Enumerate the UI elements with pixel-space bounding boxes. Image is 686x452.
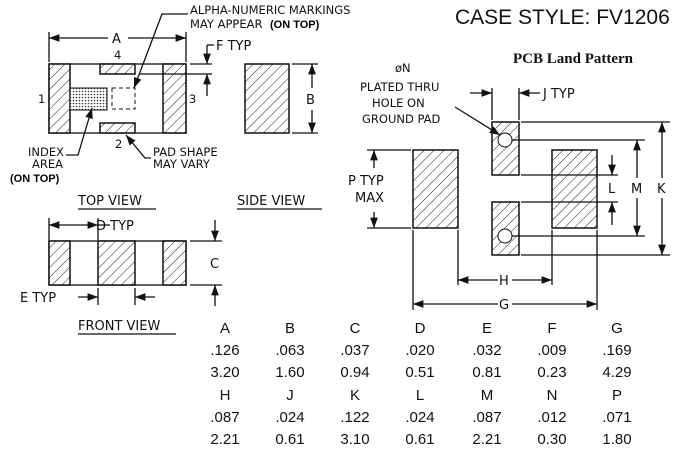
index-on-top: (ON TOP) <box>10 173 60 185</box>
dim-l-label: L <box>608 182 616 197</box>
dim-name-cell: M <box>481 387 494 404</box>
top-view-label: TOP VIEW <box>77 194 142 209</box>
index-note: INDEX <box>28 145 64 159</box>
dim-inch-cell: .063 <box>275 342 304 359</box>
index-note-2: AREA <box>32 157 63 171</box>
dim-mm-cell: 2.21 <box>472 431 501 448</box>
dim-m-label: M <box>631 182 642 197</box>
dim-mm-cell: 0.81 <box>472 364 501 381</box>
dim-name-cell: F <box>547 320 556 337</box>
dim-mm-cell: 1.80 <box>602 431 631 448</box>
dim-name-cell: P <box>612 387 622 404</box>
dim-mm-cell: 2.21 <box>210 431 239 448</box>
dim-d-label: D TYP <box>96 219 134 234</box>
dim-mm-cell: 3.10 <box>340 431 369 448</box>
dim-inch-cell: .071 <box>602 409 631 426</box>
pad-note: PAD SHAPE <box>153 145 218 159</box>
dim-name-cell: E <box>482 320 492 337</box>
marking-note: ALPHA-NUMERIC MARKINGS <box>190 3 350 17</box>
dim-inch-cell: .009 <box>537 342 566 359</box>
marking-note-2: MAY APPEAR <box>190 17 262 31</box>
ground-pad-top <box>491 121 520 176</box>
dim-g-label: G <box>499 298 509 313</box>
index-area <box>69 87 108 111</box>
dim-a-label: A <box>112 32 121 47</box>
pin-1-label: 1 <box>38 92 45 106</box>
ground-pad-bottom <box>491 201 520 256</box>
dim-h-label: H <box>499 274 509 289</box>
dim-inch-cell: .024 <box>405 409 434 426</box>
dim-inch-cell: .012 <box>537 409 566 426</box>
dim-mm-cell: 1.60 <box>275 364 304 381</box>
pcb-title: PCB Land Pattern <box>513 51 634 67</box>
dimension-table: A .126 3.20 B .063 1.60 C .037 0.94 D .020 0.51 E .03… <box>210 320 631 448</box>
dim-p-max: MAX <box>355 191 384 206</box>
marking-area <box>111 87 136 110</box>
top-view: A 4 1 3 2 F TYP ALPHA-NUMERIC MARKINGS M… <box>10 3 350 210</box>
dim-inch-cell: .037 <box>340 342 369 359</box>
dim-inch-cell: .126 <box>210 342 239 359</box>
dim-k-label: K <box>657 182 666 197</box>
dim-name-cell: H <box>220 387 231 404</box>
dim-name-cell: K <box>350 387 360 404</box>
pin-3-label: 3 <box>189 92 196 106</box>
front-view-label: FRONT VIEW <box>78 319 160 334</box>
dim-name-cell: J <box>286 387 294 404</box>
case-style-title: CASE STYLE: FV1206 <box>455 6 670 29</box>
dim-mm-cell: 0.94 <box>340 364 369 381</box>
land-pattern: øN PLATED THRU HOLE ON GROUND PAD J TYP … <box>348 61 670 313</box>
pad-note-2: MAY VARY <box>153 157 211 171</box>
hole-note: PLATED THRU <box>360 80 439 94</box>
dim-name-cell: A <box>220 320 230 337</box>
dim-n-label: øN <box>395 61 411 75</box>
side-view: B SIDE VIEW <box>237 63 322 210</box>
dim-name-cell: G <box>611 320 623 337</box>
side-view-label: SIDE VIEW <box>237 194 305 209</box>
via-hole-bottom <box>497 228 513 244</box>
dim-mm-cell: 0.23 <box>537 364 566 381</box>
dim-name-cell: C <box>350 320 361 337</box>
dim-name-cell: D <box>415 320 426 337</box>
dim-inch-cell: .032 <box>472 342 501 359</box>
right-pad <box>551 149 598 229</box>
dim-mm-cell: 3.20 <box>210 364 239 381</box>
dim-b-label: B <box>306 93 315 108</box>
hole-note-2: HOLE ON <box>372 96 425 110</box>
dim-j-label: J TYP <box>542 87 575 102</box>
via-hole-top <box>497 132 513 148</box>
dim-mm-cell: 0.61 <box>405 431 434 448</box>
dim-inch-cell: .087 <box>210 409 239 426</box>
front-view: D TYP C E TYP FRONT VIEW <box>20 218 222 335</box>
dim-name-cell: L <box>416 387 424 404</box>
dim-mm-cell: 4.29 <box>602 364 631 381</box>
dim-c-label: C <box>210 257 219 272</box>
dim-inch-cell: .020 <box>405 342 434 359</box>
pin-2-label: 2 <box>115 137 122 151</box>
dim-inch-cell: .122 <box>340 409 369 426</box>
dim-name-cell: N <box>547 387 558 404</box>
dim-f-label: F TYP <box>216 39 251 54</box>
dim-inch-cell: .087 <box>472 409 501 426</box>
pin-4-label: 4 <box>114 48 121 62</box>
dim-e-label: E TYP <box>20 291 56 306</box>
left-pad <box>412 149 459 229</box>
on-top-note: (ON TOP) <box>270 19 320 31</box>
dim-mm-cell: 0.51 <box>405 364 434 381</box>
dim-inch-cell: .169 <box>602 342 631 359</box>
dim-mm-cell: 0.61 <box>275 431 304 448</box>
dim-mm-cell: 0.30 <box>537 431 566 448</box>
dim-name-cell: B <box>285 320 295 337</box>
dim-inch-cell: .024 <box>275 409 304 426</box>
hole-note-3: GROUND PAD <box>362 112 441 126</box>
dim-p-label: P TYP <box>348 174 384 189</box>
